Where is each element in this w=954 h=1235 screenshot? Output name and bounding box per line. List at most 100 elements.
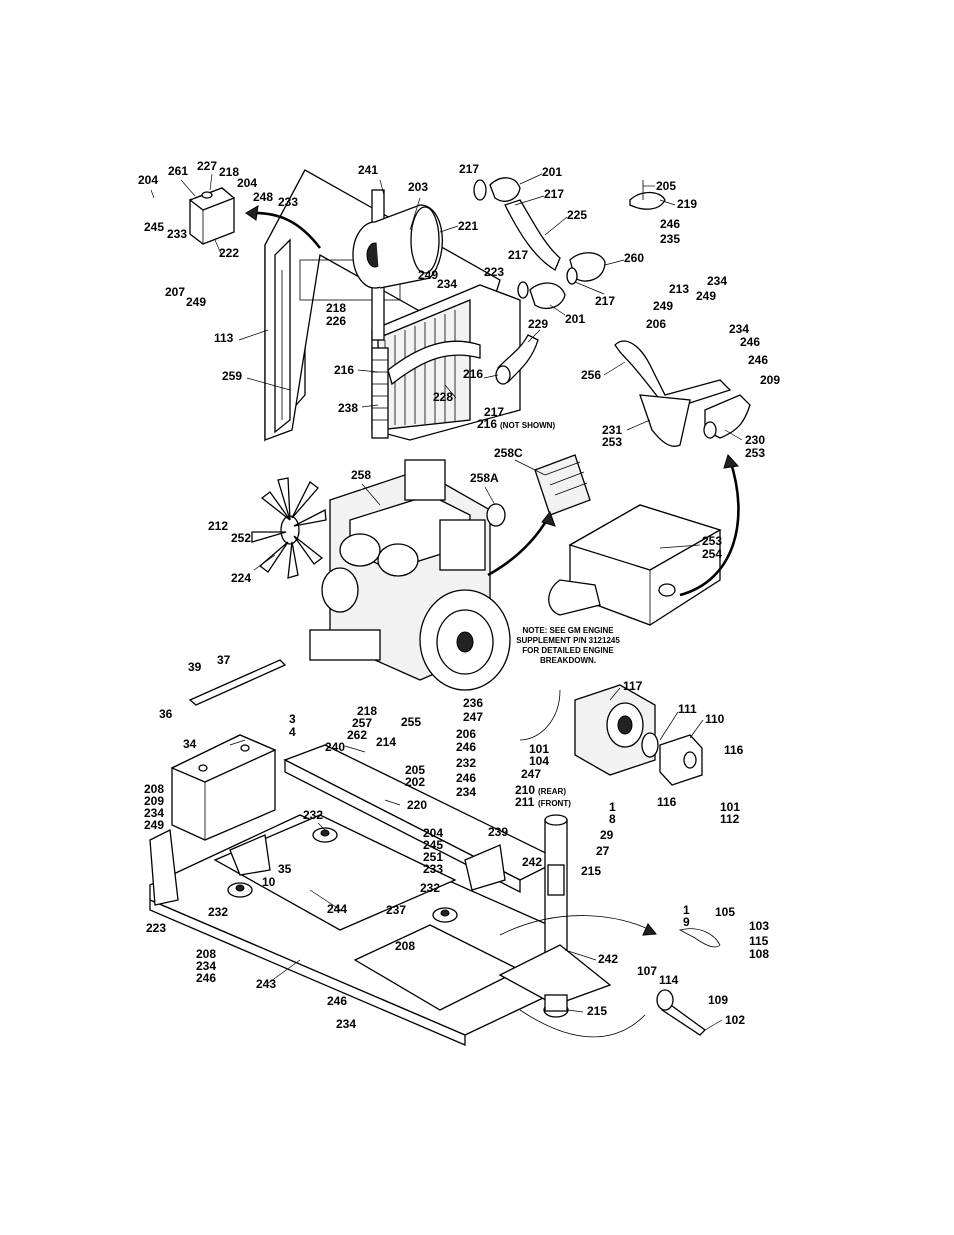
part-label-3: 3 xyxy=(289,712,296,726)
part-label-101: 101 xyxy=(529,742,549,756)
part-label-234: 234 xyxy=(729,322,749,336)
part-label-233: 233 xyxy=(167,227,187,241)
part-label-219: 219 xyxy=(677,197,697,211)
part-label-222: 222 xyxy=(219,246,239,260)
part-annotation-notes: (NOT SHOWN) (REAR) (FRONT) xyxy=(500,421,571,808)
part-label-217: 217 xyxy=(484,405,504,419)
battery-assembly xyxy=(170,659,287,841)
part-label-227: 227 xyxy=(197,159,217,173)
part-label-105: 105 xyxy=(715,905,735,919)
part-label-247: 247 xyxy=(521,767,541,781)
part-label-244: 244 xyxy=(327,902,347,916)
engine-note-line-2: SUPPLEMENT P/N 3121245 xyxy=(516,636,620,645)
engine-assembly xyxy=(251,454,591,691)
engine-note-line-3: FOR DETAILED ENGINE xyxy=(522,646,614,655)
part-label-217: 217 xyxy=(508,248,528,262)
part-note: (NOT SHOWN) xyxy=(500,421,555,430)
part-label-1: 1 xyxy=(683,903,690,917)
part-label-208: 208 xyxy=(395,939,415,953)
part-label-246: 246 xyxy=(748,353,768,367)
part-label-257: 257 xyxy=(352,716,372,730)
part-label-211: 211 xyxy=(515,795,535,809)
part-label-206: 206 xyxy=(646,317,666,331)
part-label-252: 252 xyxy=(231,531,251,545)
part-label-113: 113 xyxy=(214,331,234,345)
part-label-1: 1 xyxy=(609,800,616,814)
part-label-232: 232 xyxy=(303,808,323,822)
part-label-218: 218 xyxy=(219,165,239,179)
part-label-235: 235 xyxy=(660,232,680,246)
part-label-212: 212 xyxy=(208,519,228,533)
part-label-232: 232 xyxy=(420,881,440,895)
muffler-assembly xyxy=(548,504,722,626)
part-label-204: 204 xyxy=(237,176,257,190)
part-label-236: 236 xyxy=(463,696,483,710)
part-label-216: 216 xyxy=(477,417,497,431)
part-label-242: 242 xyxy=(598,952,618,966)
part-note: (FRONT) xyxy=(538,799,571,808)
part-label-249: 249 xyxy=(186,295,206,309)
part-label-246: 246 xyxy=(456,771,476,785)
part-label-102: 102 xyxy=(725,1013,745,1027)
part-label-249: 249 xyxy=(696,289,716,303)
part-label-223: 223 xyxy=(484,265,504,279)
engine-note-line-4: BREAKDOWN. xyxy=(540,656,596,665)
part-label-27: 27 xyxy=(596,844,610,858)
part-label-205: 205 xyxy=(656,179,676,193)
part-label-204: 204 xyxy=(423,826,443,840)
part-label-253: 253 xyxy=(745,446,765,460)
part-label-245: 245 xyxy=(423,838,443,852)
callout-arrows xyxy=(245,205,740,1038)
part-label-221: 221 xyxy=(458,219,478,233)
leader-lines xyxy=(150,173,743,1031)
part-label-215: 215 xyxy=(581,864,601,878)
part-label-246: 246 xyxy=(196,971,216,985)
part-label-204: 204 xyxy=(138,173,158,187)
part-label-233: 233 xyxy=(423,862,443,876)
part-label-215: 215 xyxy=(587,1004,607,1018)
part-label-253: 253 xyxy=(702,534,722,548)
part-label-217: 217 xyxy=(544,187,564,201)
part-label-249: 249 xyxy=(653,299,673,313)
part-label-29: 29 xyxy=(600,828,614,842)
part-label-201: 201 xyxy=(565,312,585,326)
part-label-225: 225 xyxy=(567,208,587,222)
part-label-234: 234 xyxy=(336,1017,356,1031)
part-label-216: 216 xyxy=(334,363,354,377)
part-label-9: 9 xyxy=(683,915,690,929)
part-label-246: 246 xyxy=(456,740,476,754)
part-label-103: 103 xyxy=(749,919,769,933)
part-label-39: 39 xyxy=(188,660,202,674)
part-label-258A: 258A xyxy=(470,471,499,485)
part-label-201: 201 xyxy=(542,165,562,179)
part-label-216: 216 xyxy=(463,367,483,381)
part-label-207: 207 xyxy=(165,285,185,299)
part-label-208: 208 xyxy=(196,947,216,961)
part-label-206: 206 xyxy=(456,727,476,741)
exhaust-pipe-assembly xyxy=(614,180,751,447)
part-label-8: 8 xyxy=(609,812,616,826)
part-label-260: 260 xyxy=(624,251,644,265)
part-label-4: 4 xyxy=(289,725,296,739)
part-label-237: 237 xyxy=(386,903,406,917)
part-label-238: 238 xyxy=(338,401,358,415)
part-label-233: 233 xyxy=(278,195,298,209)
part-note: (REAR) xyxy=(538,787,566,796)
part-label-117: 117 xyxy=(623,679,643,693)
part-label-202: 202 xyxy=(405,775,425,789)
radiator-shroud-assembly xyxy=(188,169,521,442)
part-label-107: 107 xyxy=(637,964,657,978)
part-label-249: 249 xyxy=(144,818,164,832)
engine-note: NOTE: SEE GM ENGINE SUPPLEMENT P/N 31212… xyxy=(516,626,620,665)
engine-note-line-1: NOTE: SEE GM ENGINE xyxy=(522,626,614,635)
intake-hose-assembly xyxy=(473,177,606,385)
part-label-262: 262 xyxy=(347,728,367,742)
part-label-241: 241 xyxy=(358,163,378,177)
part-label-228: 228 xyxy=(433,390,453,404)
part-label-10: 10 xyxy=(262,875,276,889)
part-label-243: 243 xyxy=(256,977,276,991)
part-label-35: 35 xyxy=(278,862,292,876)
part-label-218: 218 xyxy=(357,704,377,718)
